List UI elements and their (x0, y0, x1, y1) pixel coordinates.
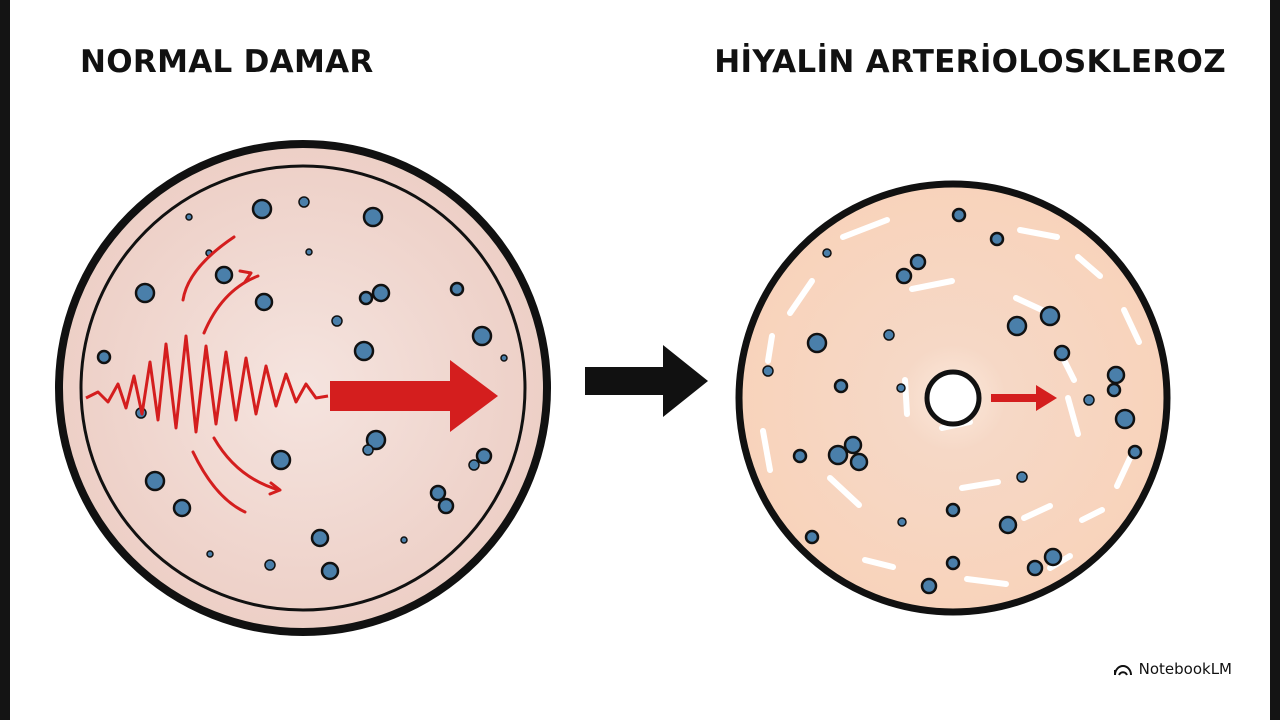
cell-dot (806, 332, 828, 354)
cell-dot (320, 561, 340, 581)
cell-dot (500, 354, 508, 362)
cell-dot (998, 515, 1018, 535)
watermark-text: NotebookLM (1138, 660, 1232, 678)
cell-dot (1043, 547, 1063, 567)
cell-dot (1039, 305, 1061, 327)
cell-dot (134, 282, 156, 304)
cell-dot (792, 448, 808, 464)
cell-dot (298, 196, 310, 208)
notebooklm-watermark: NotebookLM (1113, 660, 1232, 678)
cell-dot (206, 550, 214, 558)
notebooklm-logo-icon (1113, 665, 1132, 676)
wave-icon (85, 334, 329, 434)
cell-dot (264, 559, 276, 571)
cell-dot (849, 452, 869, 472)
hyaline-vessel (735, 180, 1171, 616)
narrowed-lumen (924, 369, 982, 427)
turbulence-curve-top-left (181, 235, 236, 302)
cell-dot (362, 206, 384, 228)
cell-dot (365, 429, 387, 451)
cell-dot (429, 484, 447, 502)
cell-dot (468, 459, 480, 471)
cell-dot (945, 502, 961, 518)
turbulence-curve-bottom-arrowhead (268, 481, 282, 496)
turbulence-curve-bottom (212, 436, 281, 492)
cell-dot (172, 498, 192, 518)
cell-dot (945, 555, 961, 571)
cell-dot (1114, 408, 1136, 430)
cell-dot (895, 267, 913, 285)
normal-vessel (55, 140, 551, 636)
cell-dot (896, 383, 906, 393)
cell-dot (449, 281, 465, 297)
cell-dot (358, 290, 374, 306)
normal-vessel-cells (96, 196, 508, 581)
cell-dot (214, 265, 234, 285)
cell-dot (185, 213, 193, 221)
cell-dot (989, 231, 1005, 247)
hyaline-vessel-cells (762, 207, 1143, 595)
cell-dot (310, 528, 330, 548)
cell-dot (1006, 315, 1028, 337)
cell-dot (331, 315, 343, 327)
hyaline-arteriolosclerosis-title: HİYALİN ARTERİOLOSKLEROZ (714, 44, 1226, 80)
cell-dot (144, 470, 166, 492)
cell-dot (827, 444, 849, 466)
turbulence-curves (181, 235, 282, 514)
cell-dot (270, 449, 292, 471)
turbulence-curve-top (202, 274, 260, 335)
cell-dot (833, 378, 849, 394)
cell-dot (1106, 382, 1122, 398)
cell-dot (1053, 344, 1071, 362)
transition-arrow-icon (585, 345, 708, 417)
cell-dot (843, 435, 863, 455)
turbulence-curve-top-arrowhead (238, 269, 253, 284)
cell-dot (254, 292, 274, 312)
cell-dot (475, 447, 493, 465)
cell-dot (1016, 471, 1028, 483)
cell-dot (762, 365, 774, 377)
cell-dot (822, 248, 832, 258)
normal-vessel-title: NORMAL DAMAR (80, 44, 374, 80)
cell-dot (1127, 444, 1143, 460)
cell-dot (804, 529, 820, 545)
cell-dot (951, 207, 967, 223)
cell-dot (1026, 559, 1044, 577)
cell-dot (920, 577, 938, 595)
cell-dot (305, 248, 313, 256)
normal-vessel-inner-wall (79, 164, 527, 612)
left-edge-bar (0, 0, 10, 720)
cell-dot (362, 444, 374, 456)
cell-dot (96, 349, 112, 365)
reduced-flow-arrow-icon (991, 385, 1057, 411)
cell-dot (897, 517, 907, 527)
cell-dot (883, 329, 895, 341)
turbulence-curve-bottom-left (191, 450, 247, 514)
cell-dot (471, 325, 493, 347)
arrow-right-icon (330, 360, 498, 432)
cell-dot (400, 536, 408, 544)
cell-dot (353, 340, 375, 362)
cell-dot (251, 198, 273, 220)
right-edge-bar (1270, 0, 1280, 720)
cell-dot (1083, 394, 1095, 406)
cell-dot (371, 283, 391, 303)
cell-dot (909, 253, 927, 271)
cell-dot (1106, 365, 1126, 385)
cell-dot (437, 497, 455, 515)
